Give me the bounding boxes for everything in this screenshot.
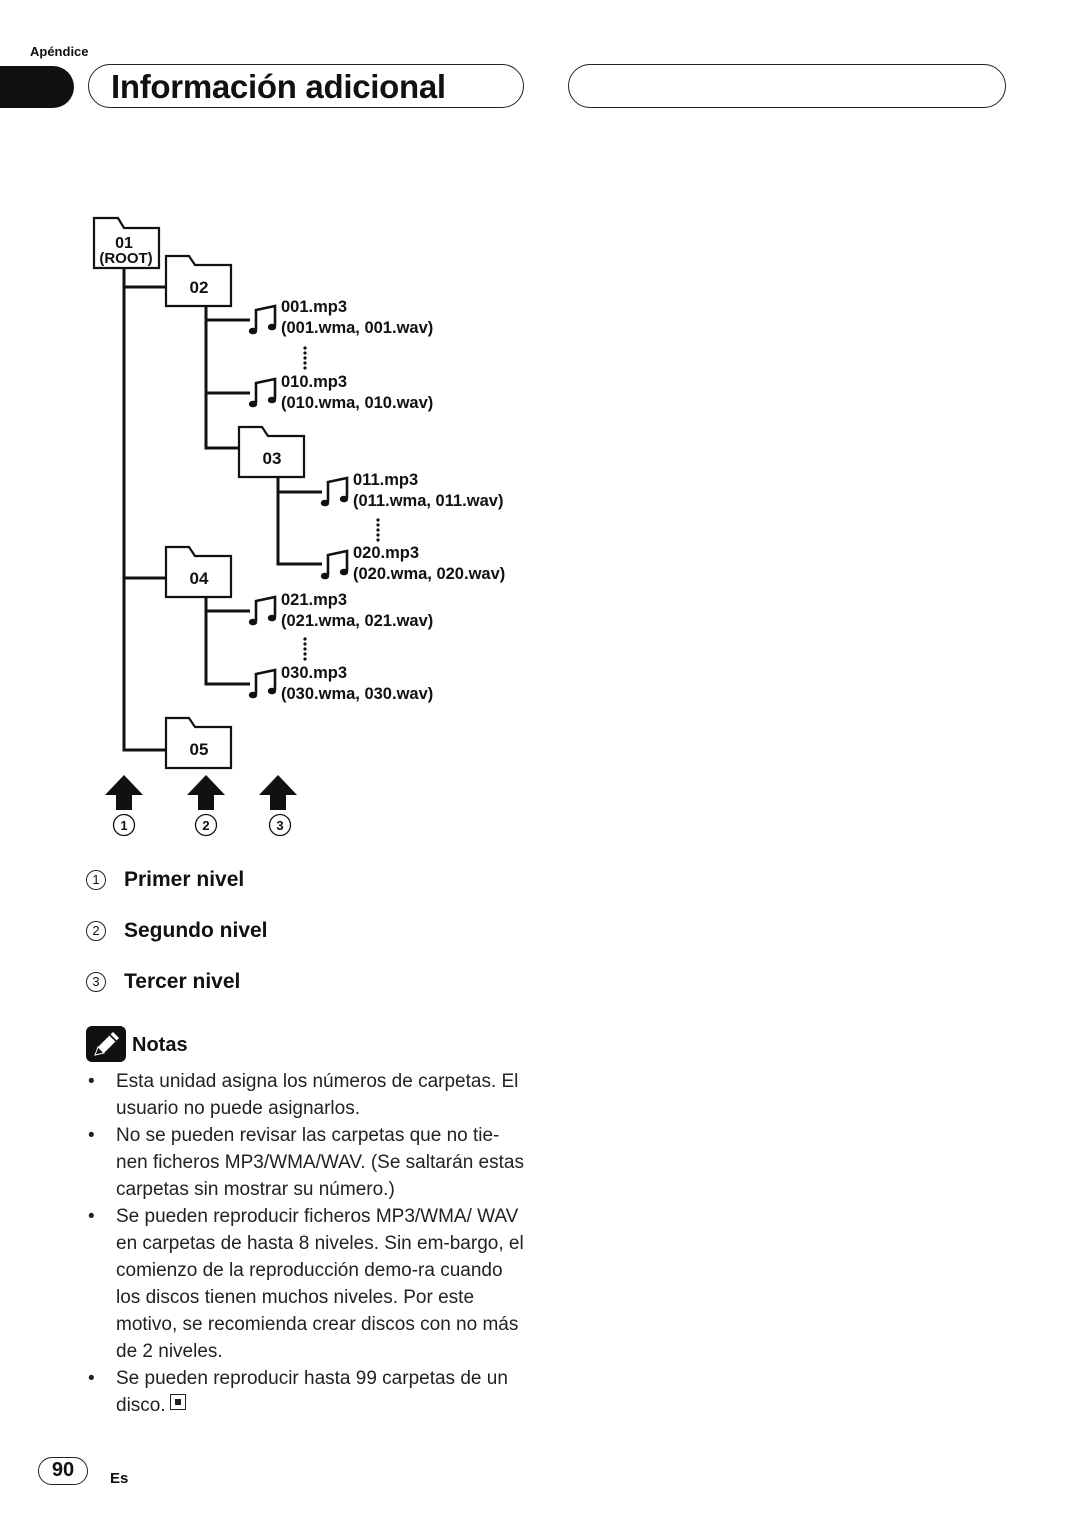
file-name: 001.mp3	[281, 298, 347, 316]
ellipsis-dots	[376, 518, 380, 542]
note-item: •Se pueden reproducir ficheros MP3/WMA/ …	[88, 1206, 524, 1362]
level-marker-circle	[268, 813, 292, 837]
section-label: Apéndice	[30, 44, 89, 59]
arrow-up-icon	[187, 775, 225, 810]
file-name: 020.mp3	[353, 544, 419, 562]
level-marker-number: 1	[120, 818, 127, 833]
file-alt-names: (021.wma, 021.wav)	[281, 612, 433, 630]
folder-02-label: 02	[190, 278, 209, 297]
level-marker-number: 2	[202, 818, 209, 833]
notes-title: Notas	[132, 1034, 188, 1056]
title-box: Información adicional	[88, 64, 524, 108]
folder-04-icon: 04	[164, 545, 233, 599]
file-alt-names: (030.wma, 030.wav)	[281, 685, 433, 703]
tree-connectors	[122, 268, 322, 752]
notes-list: •Esta unidad asigna los números de carpe…	[88, 1068, 528, 1419]
legend-label: Primer nivel	[124, 868, 245, 891]
page-title: Información adicional	[111, 68, 446, 105]
music-note-icon	[247, 304, 278, 336]
ellipsis-dots	[303, 346, 307, 370]
music-note-icon	[247, 595, 278, 627]
folder-05-label: 05	[190, 740, 209, 759]
note-item: •Esta unidad asigna los números de carpe…	[88, 1071, 519, 1119]
file-name: 011.mp3	[353, 471, 418, 489]
file-alt-names: (010.wma, 010.wav)	[281, 394, 433, 412]
folder-03-icon: 03	[237, 425, 306, 479]
legend-number: 3	[86, 972, 106, 992]
folder-01-icon: 01 (ROOT)	[92, 216, 161, 270]
legend-number: 1	[86, 870, 106, 890]
legend-item-level-1: 1 Primer nivel	[86, 868, 244, 892]
folder-tree-diagram: 01 (ROOT) 02 03 04 05 001.mp3 (001.wma, …	[92, 216, 505, 837]
note-item: •Se pueden reproducir hasta 99 carpetas …	[88, 1368, 508, 1416]
arrow-up-icon	[259, 775, 297, 810]
folder-02-icon: 02	[164, 254, 233, 308]
level-marker-number: 3	[276, 818, 283, 833]
legend-label: Tercer nivel	[124, 970, 241, 993]
file-name: 021.mp3	[281, 591, 347, 609]
music-note-icon	[247, 668, 278, 700]
section-tab-marker	[0, 66, 74, 108]
language-code: Es	[110, 1470, 129, 1487]
folder-05-icon: 05	[164, 716, 233, 770]
legend-label: Segundo nivel	[124, 919, 268, 942]
arrow-up-icon	[105, 775, 143, 810]
note-item: •No se pueden revisar las carpetas que n…	[88, 1125, 524, 1200]
folder-04-label: 04	[190, 569, 209, 588]
legend-item-level-3: 3 Tercer nivel	[86, 970, 240, 994]
empty-header-box	[568, 64, 1006, 108]
music-note-icon	[319, 476, 350, 508]
stop-icon	[169, 1394, 186, 1410]
folder-01-root-label: (ROOT)	[99, 250, 152, 267]
file-name: 030.mp3	[281, 664, 347, 682]
level-marker-circle	[112, 813, 136, 837]
file-alt-names: (001.wma, 001.wav)	[281, 319, 433, 337]
pencil-note-icon	[86, 1026, 126, 1062]
file-name: 010.mp3	[281, 373, 347, 391]
folder-01-number: 01	[115, 235, 133, 252]
note-text: Se pueden reproducir hasta 99 carpetas d…	[116, 1368, 508, 1416]
legend-number: 2	[86, 921, 106, 941]
ellipsis-dots	[303, 637, 307, 661]
level-marker-circle	[194, 813, 218, 837]
folder-03-label: 03	[263, 449, 282, 468]
music-note-icon	[247, 377, 278, 409]
page-number: 90	[38, 1457, 88, 1485]
note-text: Esta unidad asigna los números de carpet…	[116, 1071, 519, 1119]
note-text: Se pueden reproducir ficheros MP3/WMA/ W…	[116, 1206, 524, 1362]
note-text: No se pueden revisar las carpetas que no…	[116, 1125, 524, 1200]
music-note-icon	[319, 549, 350, 581]
legend-item-level-2: 2 Segundo nivel	[86, 919, 268, 943]
file-alt-names: (020.wma, 020.wav)	[353, 565, 505, 583]
file-alt-names: (011.wma, 011.wav)	[353, 492, 503, 510]
